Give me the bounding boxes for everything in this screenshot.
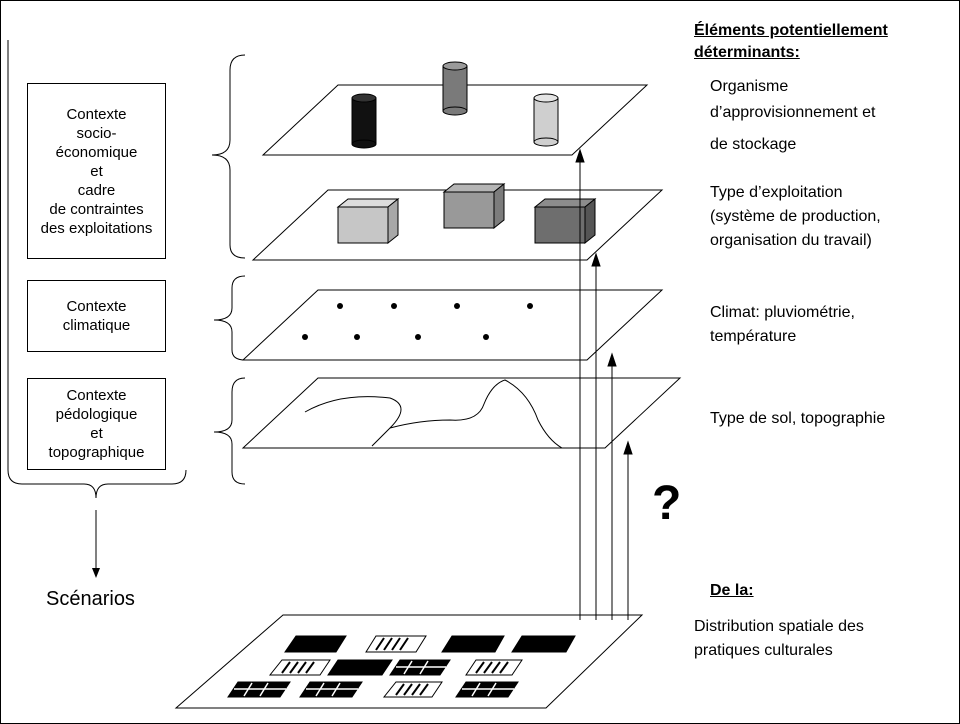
cube-light bbox=[336, 197, 400, 245]
heading-line-1: Éléments potentiellement bbox=[694, 22, 888, 39]
climat-text-line-2: température bbox=[710, 328, 797, 345]
climat-text-line-1: Climat: pluviométrie, bbox=[710, 304, 855, 321]
socio-line-1: Contexte bbox=[66, 105, 127, 123]
cube-mid bbox=[442, 182, 506, 230]
context-box-socio: Contexte socio- économique et cadre de c… bbox=[27, 83, 166, 259]
cylinder-mid bbox=[442, 61, 468, 116]
pedo-line-3: et bbox=[90, 425, 103, 442]
dela-heading: De la: bbox=[710, 582, 754, 599]
context-box-climat: Contexte climatique bbox=[27, 280, 166, 352]
cylinder-dark bbox=[351, 93, 377, 149]
field-parcels bbox=[284, 635, 576, 676]
scenarios-label: Scénarios bbox=[46, 588, 135, 610]
climat-line-2: climatique bbox=[62, 317, 131, 334]
org-line-1: Organisme bbox=[710, 78, 789, 95]
org-line-3: de stockage bbox=[710, 136, 797, 153]
socio-line-7: des exploitations bbox=[40, 219, 153, 237]
org-line-2: d’approvisionnement et bbox=[710, 104, 876, 121]
upward-arrows bbox=[575, 148, 633, 620]
field-grid-lines bbox=[234, 660, 514, 697]
layer-plane-3 bbox=[241, 289, 664, 361]
distribution-line-2: pratiques culturales bbox=[694, 642, 833, 659]
question-mark: ? bbox=[652, 477, 682, 530]
layer-plane-4 bbox=[241, 377, 682, 449]
field-stripes bbox=[281, 637, 509, 696]
scenarios-arrowhead bbox=[92, 568, 100, 578]
climate-dots bbox=[302, 303, 533, 340]
socio-line-2: socio- bbox=[76, 124, 117, 142]
context-box-pedo: Contexte pédologique et topographique bbox=[27, 378, 166, 470]
soil-contour-2 bbox=[389, 379, 563, 449]
distribution-line-1: Distribution spatiale des bbox=[694, 618, 864, 635]
soil-contour-1 bbox=[304, 396, 402, 447]
socio-line-6: de contraintes bbox=[49, 200, 144, 218]
socio-line-5: cadre bbox=[77, 181, 116, 199]
exploitation-line-2: (système de production, bbox=[710, 208, 881, 225]
brace-socio bbox=[211, 54, 246, 259]
brace-climat bbox=[213, 275, 246, 361]
pedo-line-1: Contexte bbox=[66, 387, 127, 404]
exploitation-line-1: Type d’exploitation bbox=[710, 184, 843, 201]
brace-pedo bbox=[213, 377, 246, 485]
cylinder-light bbox=[533, 93, 559, 147]
heading-line-2: déterminants: bbox=[694, 44, 800, 61]
pedo-line-2: pédologique bbox=[55, 406, 138, 423]
socio-line-4: et bbox=[90, 162, 103, 180]
cube-dark bbox=[533, 197, 597, 245]
sol-text: Type de sol, topographie bbox=[710, 410, 886, 427]
pedo-line-4: topographique bbox=[48, 444, 145, 461]
climat-line-1: Contexte bbox=[66, 298, 127, 315]
exploitation-line-3: organisation du travail) bbox=[710, 232, 872, 249]
brace-bottom bbox=[7, 40, 187, 499]
socio-line-3: économique bbox=[55, 143, 138, 161]
